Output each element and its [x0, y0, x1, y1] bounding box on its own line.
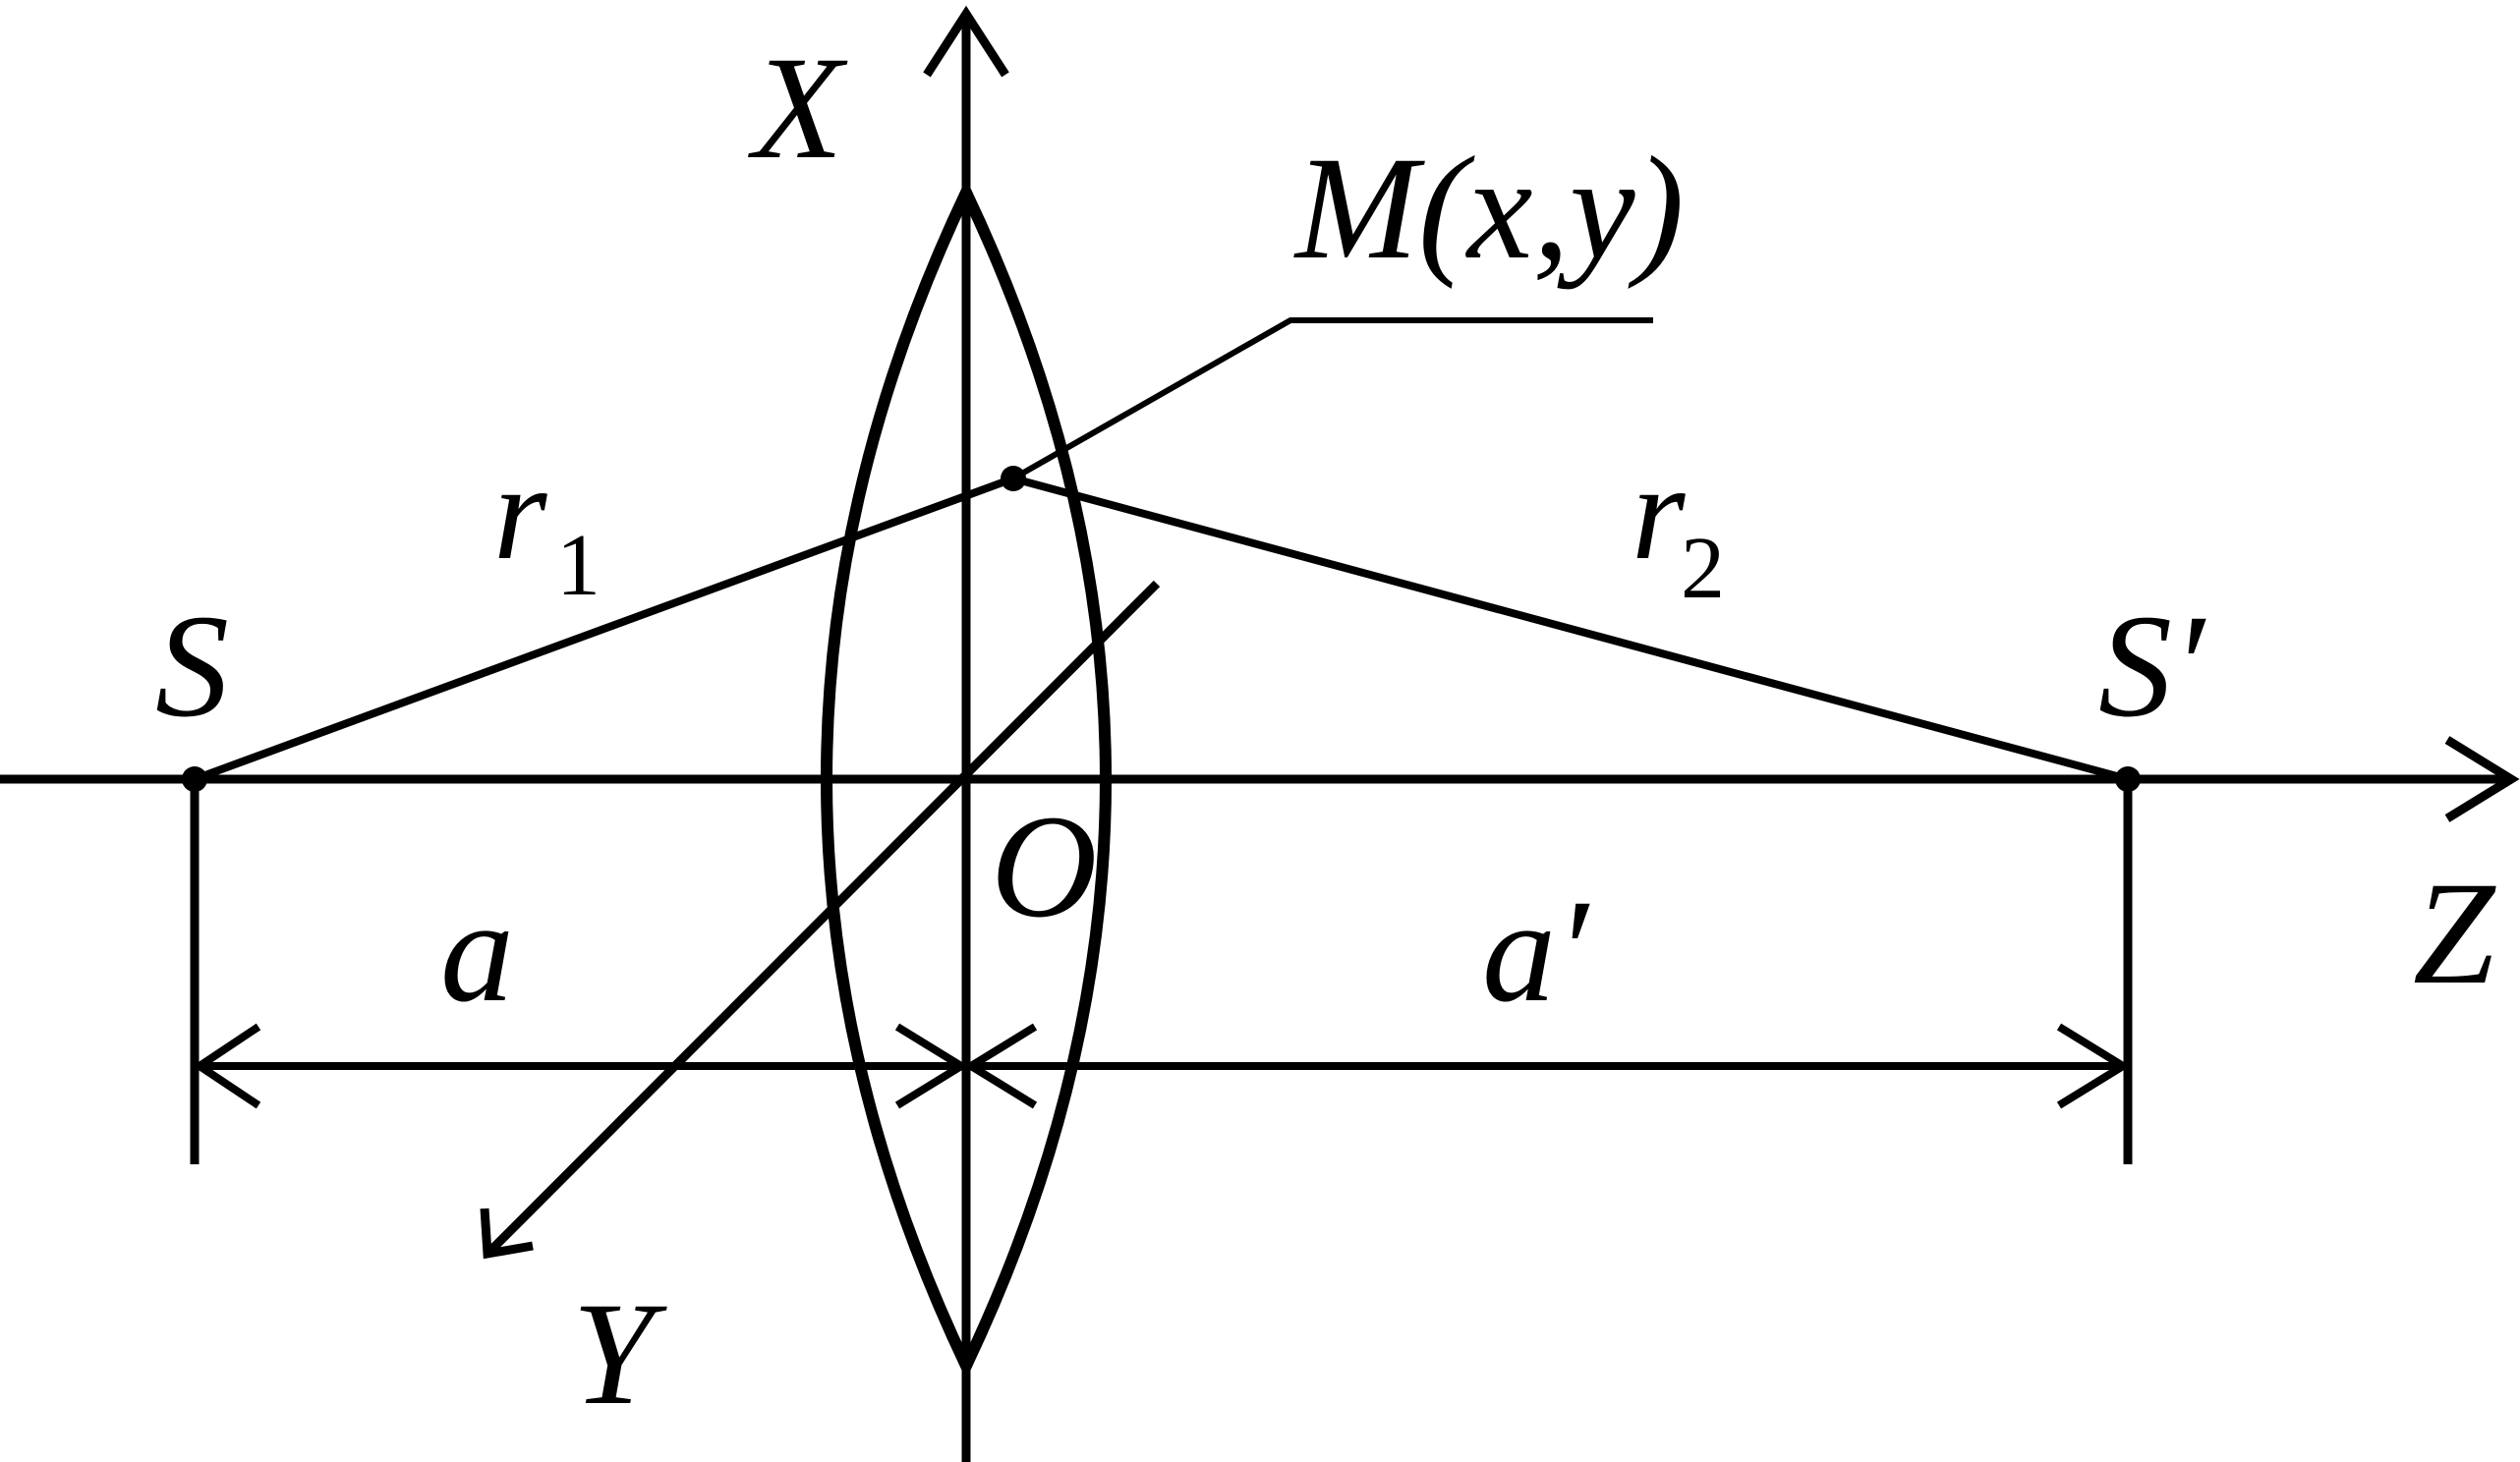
z-axis — [0, 736, 2520, 822]
x-axis — [923, 5, 1009, 1462]
point-m-label: M(x,y) — [1293, 127, 1685, 290]
source-label: S — [155, 585, 229, 748]
dimension-a-label: a — [440, 870, 514, 1033]
ray-r2 — [1011, 475, 2130, 783]
x-axis-label: X — [748, 27, 848, 190]
m-leader-line — [1011, 317, 1653, 481]
r1-subscript: 1 — [556, 517, 601, 614]
z-axis-label: Z — [2413, 852, 2496, 1015]
source-image-label: S′ — [2098, 585, 2206, 748]
ray-r1 — [193, 475, 1015, 783]
r2-label: r — [1632, 436, 1686, 589]
point-m — [1001, 466, 1026, 491]
y-axis — [480, 580, 1161, 1260]
dimension-a-prime — [963, 1023, 2131, 1109]
r2-subscript: 2 — [1681, 520, 1725, 617]
origin-label: O — [991, 785, 1097, 948]
lens-outline — [821, 179, 1112, 1379]
r1-label: r — [493, 436, 547, 589]
y-axis-label: Y — [572, 1272, 667, 1435]
dimension-a-prime-label: a′ — [1482, 870, 1590, 1033]
dimension-a — [192, 1023, 969, 1109]
